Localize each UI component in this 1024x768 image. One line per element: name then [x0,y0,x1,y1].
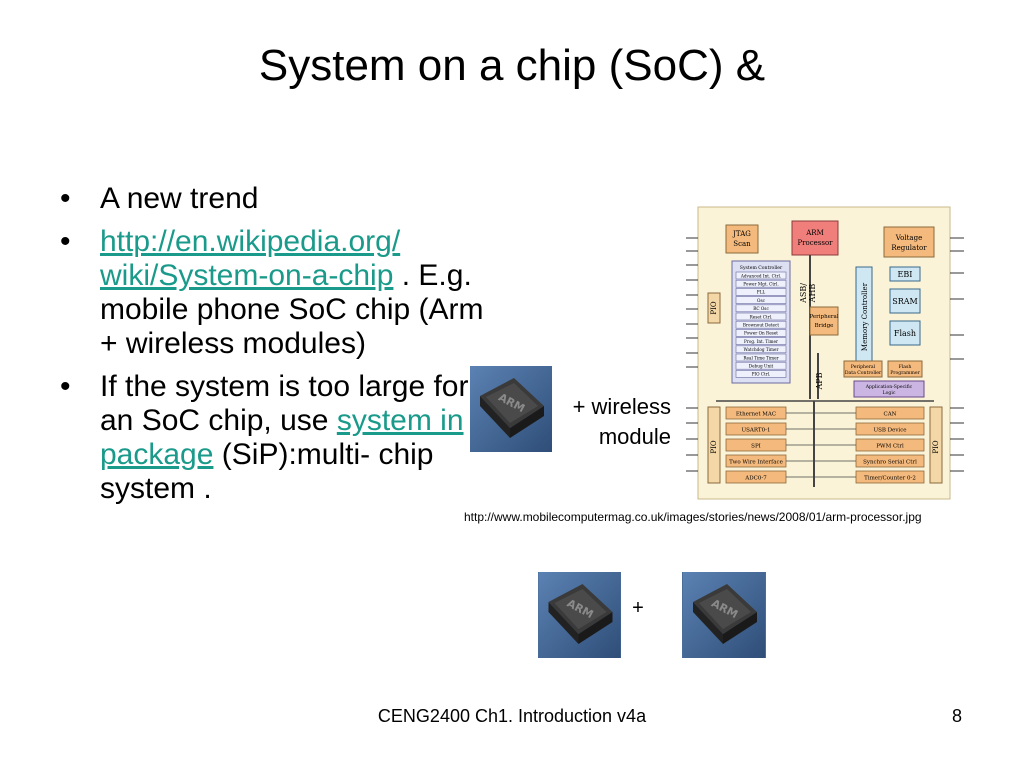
arm-chip-image: ARM [682,572,766,658]
bullet-glyph: • [60,182,71,215]
left-peripheral-label: Ethernet MAC [736,412,776,418]
image-source-caption: http://www.mobilecomputermag.co.uk/image… [464,510,922,524]
bullet-text: (SiP):multi- chip system . [100,438,434,505]
pdc-label-1: Peripheral [851,364,876,370]
flash-programmer-label-2: Programmer [890,370,920,376]
system-controller-item [735,271,787,280]
system-controller-item [735,353,787,362]
right-peripheral-label: Timer/Counter 0-2 [864,476,916,482]
apb-label: APB [815,372,824,390]
system-controller-item [735,370,787,378]
system-controller-item-label: Brownout Detect [743,323,779,328]
system-controller-item-label: Power Mgt. Ctrl. [743,282,778,287]
left-peripheral-label: ADC0-7 [744,476,767,482]
flash-programmer-label-1: Flash [899,364,912,370]
arm-chip-image: ARM [538,572,621,658]
asb-ahb-label-2: AHB [808,284,817,304]
pio-label-3: PIO [932,440,940,453]
bullet-text: . E.g. mobile phone SoC chip (Arm + wire… [100,259,484,360]
system-controller-item-label: Real Time Timer [743,355,778,360]
peripheral-bridge-label-2: Bridge [815,323,834,329]
system-controller-item-label: Reset Ctrl. [750,314,773,319]
jtag-label-2: Scan [733,240,751,248]
pio-label-1: PIO [710,301,718,314]
wikipedia-link-line1: http://en.wikipedia.org/ [100,225,401,258]
voltage-regulator-label-2: Regulator [891,244,927,252]
system-controller-item [735,312,787,321]
right-peripheral-label: PWM Ctrl [876,444,904,450]
right-peripheral-label: CAN [884,412,897,418]
sram-label: SRAM [892,297,917,306]
bullet-text: A new trend [100,182,259,215]
system-controller-item [735,279,787,288]
left-peripheral-label: USART0-1 [742,428,771,434]
system-controller-item-label: Prog. Int. Timer [744,339,778,344]
jtag-label-1: JTAG [732,230,751,238]
app-logic-label-2: Logic [883,390,896,396]
memory-controller-label: Memory Controller [861,282,869,351]
soc-block-diagram: JTAG Scan ARM Processor Voltage Regulato… [686,203,964,501]
arm-processor-label-2: Processor [797,239,833,247]
arm-chip-image: ARM [470,366,552,452]
left-peripheral-label: SPI [751,444,761,450]
system-controller-item-label: PLL [757,290,766,295]
bullet-item: • If the system is too large for an SoC … [60,370,500,506]
system-controller-item [735,288,787,296]
wireless-caption-line2: module [598,424,671,449]
system-controller-item-label: Watchdog Timer [744,347,779,352]
pdc-label-2: Data Controller [845,370,882,376]
system-controller-item [735,296,787,304]
right-peripheral-label: Synchro Serial Ctrl [863,460,917,466]
system-controller-item [735,304,787,313]
system-controller-item-label: Osc [757,298,766,303]
wikipedia-link[interactable]: http://en.wikipedia.org/wiki/System-on-a… [100,225,400,292]
bullet-list: • A new trend • http://en.wikipedia.org/… [60,182,500,515]
system-controller-label: System Controller [740,265,783,271]
asb-ahb-label-1: ASB/ [799,283,808,304]
pio-label-2: PIO [710,440,718,453]
bullet-glyph: • [60,370,71,403]
system-controller-item-label: Advanced Int. Ctrl. [740,273,781,278]
bullet-item: • http://en.wikipedia.org/wiki/System-on… [60,225,500,361]
flash-label: Flash [894,329,916,338]
plus-sign: + [632,597,644,619]
app-logic-label-1: Application-Specific [865,384,913,390]
system-controller-item-label: Debug Unit [749,364,774,369]
page-number: 8 [951,706,962,726]
bullet-item: • A new trend [60,182,500,216]
peripheral-bridge-label-1: Peripheral [809,314,838,320]
slide-footer: CENG2400 Ch1. Introduction v4a [377,706,647,726]
system-controller-item [735,329,787,337]
bullet-glyph: • [60,225,71,258]
right-peripheral-label: USB Device [873,428,906,434]
system-controller-item [735,345,787,354]
arm-processor-label-1: ARM [805,229,824,237]
wireless-caption-line1: + wireless [572,394,671,419]
left-peripheral-label: Two Wire Interface [729,460,783,466]
wikipedia-link-line2: wiki/System-on-a-chip [100,259,394,292]
system-controller-item [735,337,787,345]
system-controller-item-label: RC Osc [753,306,769,311]
slide-title: System on a chip (SoC) & [258,41,766,90]
system-controller-item-label: PIO Ctrl. [752,372,771,377]
bullet-text: If the system is too large for an SoC ch… [100,370,469,437]
system-controller-item [735,361,787,370]
sip-link[interactable]: system in package [100,404,464,471]
system-controller-item [735,320,787,329]
wireless-caption: + wireless module [553,392,671,452]
system-controller-item-label: Power On Reset [744,331,778,336]
voltage-regulator-label-1: Voltage [895,234,922,242]
ebi-label: EBI [898,270,913,279]
